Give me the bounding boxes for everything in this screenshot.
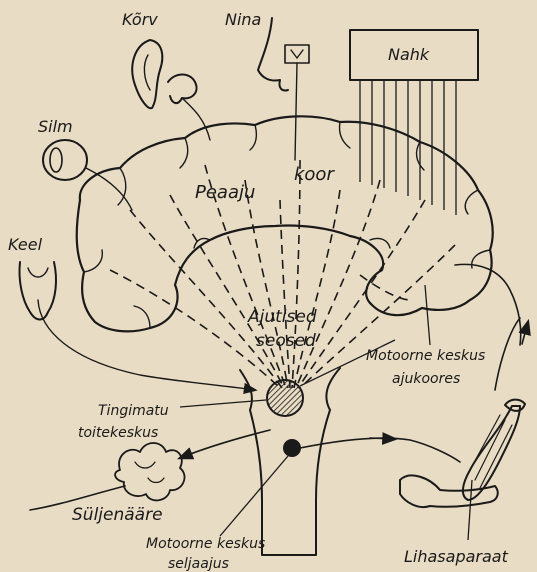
tongue-receptor <box>19 262 255 390</box>
spinal-motor-center-node <box>283 439 301 457</box>
label-koor: koor <box>294 164 335 185</box>
label-motoorne-seljaajus-1: Motoorne keskus <box>146 536 265 552</box>
label-silm: Silm <box>38 117 73 136</box>
label-motoorne-ajukoores-1: Motoorne keskus <box>366 348 485 364</box>
label-motoorne-seljaajus-2: seljaajus <box>168 556 229 572</box>
ear-receptor <box>132 40 210 140</box>
nose-receptor <box>258 18 309 160</box>
eye-receptor <box>43 140 132 210</box>
label-keel: Keel <box>8 235 43 254</box>
label-tingimatu-2: toitekeskus <box>78 425 158 441</box>
unconditioned-center-node <box>267 380 303 416</box>
label-leaders <box>180 285 472 540</box>
label-ajutised: Ajutised <box>247 307 317 327</box>
label-korv: Kõrv <box>122 10 158 29</box>
label-syljenaare: Süljenääre <box>72 505 163 525</box>
label-peaaju: Peaaju <box>195 182 255 203</box>
label-nahk: Nahk <box>388 45 430 64</box>
label-tingimatu-1: Tingimatu <box>98 403 169 419</box>
salivary-gland <box>30 430 270 510</box>
brain-cortex <box>77 116 493 331</box>
label-motoorne-ajukoores-2: ajukoores <box>392 371 460 387</box>
label-seosed: seosed <box>256 331 316 351</box>
label-nina: Nina <box>225 10 261 29</box>
label-lihasaparaat: Lihasaparaat <box>404 547 509 566</box>
